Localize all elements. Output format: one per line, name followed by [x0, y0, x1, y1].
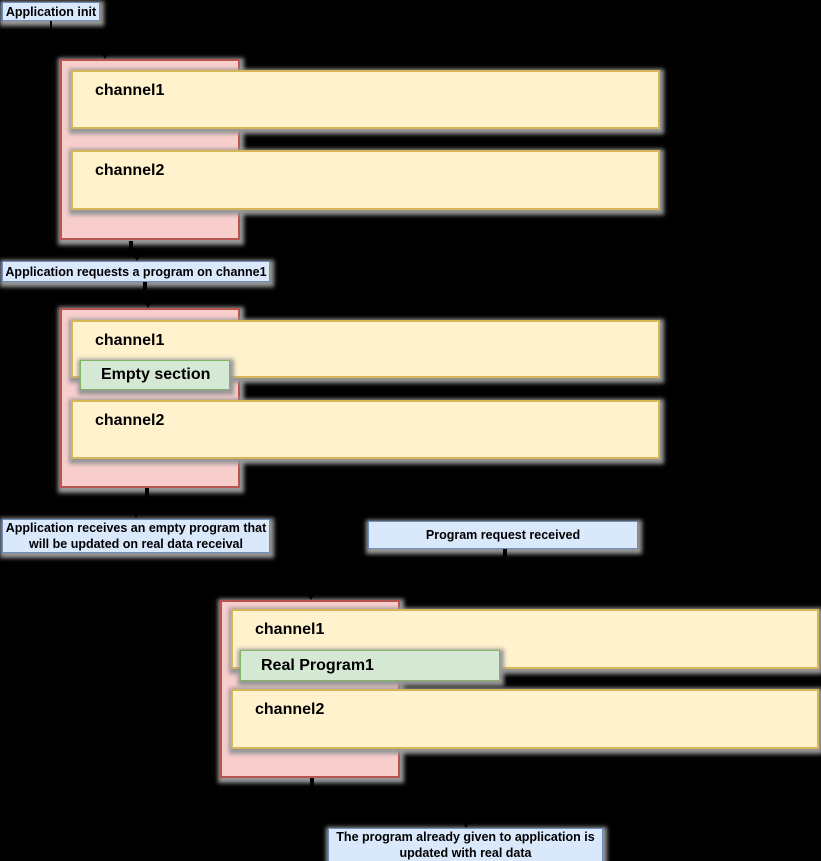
edge-received-label-to-state3: [503, 549, 507, 557]
state3-channel2-box: channel2: [231, 689, 819, 749]
state3-real-program-box: Real Program1: [240, 650, 500, 681]
label-program-updated: The program already given to application…: [328, 828, 603, 861]
state1-channel2-box: channel2: [71, 150, 660, 210]
state2-channel2-box: channel2: [71, 400, 660, 459]
state1-channel1-box: channel1: [71, 70, 660, 129]
arrowhead-into-receive-label: [130, 509, 142, 518]
arrowhead-into-state3: [305, 591, 317, 600]
label-application-init: Application init: [2, 2, 100, 21]
label-program-request-received: Program request received: [368, 521, 638, 549]
arrowhead-into-state1: [99, 50, 111, 59]
arrowhead-into-updated-label: [460, 819, 472, 828]
arrowhead-into-state2: [142, 299, 154, 308]
edge-appinit-to-state1: [50, 21, 52, 32]
edge-request-label-to-state2: [143, 282, 147, 290]
arrowhead-into-request-label: [131, 252, 143, 261]
label-receive-empty-program: Application receives an empty program th…: [2, 519, 270, 553]
edge-state3-to-updated-label: [310, 778, 314, 787]
edge-state2-to-receive-label: [145, 488, 149, 497]
state2-empty-section-box: Empty section: [80, 360, 230, 390]
edge-state1-to-request-label: [129, 241, 133, 250]
label-request-program: Application requests a program on channe…: [2, 261, 270, 282]
